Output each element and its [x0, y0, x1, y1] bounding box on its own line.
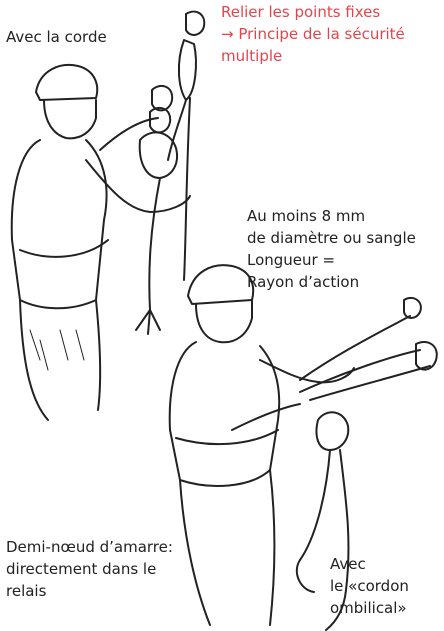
climber-2-torso	[170, 342, 279, 486]
climber-1-head	[44, 100, 96, 138]
climber-2-legs	[180, 470, 275, 625]
climber-2-arm-low	[232, 404, 300, 430]
label-diametre: Au moins 8 mm de diamètre ou sangle Long…	[247, 205, 416, 293]
carabiner-2a	[416, 342, 437, 370]
climber-1-figure	[12, 65, 190, 420]
sling-2	[300, 316, 430, 400]
rope-1-tail	[136, 310, 160, 334]
climber-1-legs-hatch	[30, 330, 84, 370]
label-relier-points-fixes: Relier les points fixes → Principe de la…	[221, 1, 405, 67]
climber-2-harness	[176, 430, 278, 444]
chain-link-1	[152, 86, 172, 110]
label-demi-noeud: Demi-nœud d’amarre: directement dans le …	[6, 536, 173, 602]
carabiner-1a	[179, 40, 196, 100]
climber-2-figure	[170, 265, 354, 625]
climber-2-head	[196, 300, 252, 342]
chain-link-2	[150, 108, 170, 132]
carabiner-2b	[317, 412, 349, 450]
anchor-chain-1	[136, 12, 204, 334]
label-cordon-ombilical: Avec le «cordon ombilical»	[330, 553, 409, 619]
anchor-bolt-1	[186, 12, 204, 35]
climber-1-helmet	[36, 65, 97, 100]
carabiner-1b	[140, 132, 177, 178]
climber-1-torso	[12, 140, 107, 308]
label-avec-la-corde: Avec la corde	[6, 26, 107, 48]
climber-1-legs	[20, 300, 100, 420]
rope-1	[149, 98, 190, 310]
climber-2-helmet	[188, 265, 253, 304]
anchor-bolt-2	[404, 298, 421, 318]
climber-1-harness	[20, 240, 108, 257]
